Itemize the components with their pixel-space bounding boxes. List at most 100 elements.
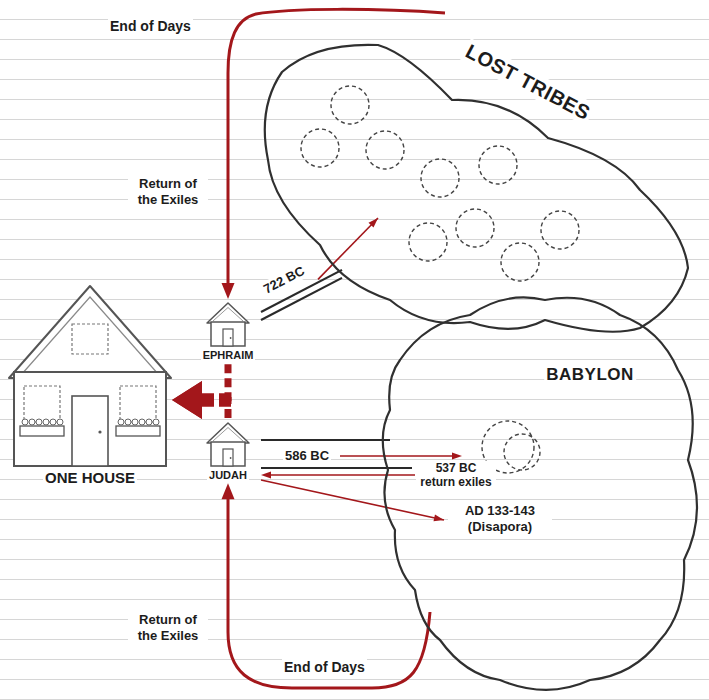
house-node: ONE HOUSE [8, 280, 172, 487]
connector [172, 381, 231, 419]
house-door [223, 329, 233, 346]
cloud-region: BABYLON [378, 292, 704, 694]
text-holder: AD 133-143 (Disapora) [448, 503, 552, 534]
house-label: EPHRAIM [201, 349, 256, 362]
flower [22, 419, 28, 425]
text-holder: 722 BC [259, 262, 309, 298]
arrowhead [222, 283, 235, 299]
door-knob [230, 337, 232, 339]
connector-line [267, 474, 415, 476]
tribe-circle [421, 159, 459, 197]
text-holder: Return of the Exiles [128, 176, 208, 207]
connector [172, 364, 231, 419]
tribe-circle [409, 223, 447, 261]
connector [261, 218, 378, 320]
connector [222, 9, 446, 299]
edge-label: AD 133-143 (Disapora) [448, 503, 552, 534]
house-icon [205, 300, 251, 348]
arrowhead [369, 218, 378, 228]
flower-box [20, 426, 64, 436]
tribe-circle [479, 146, 517, 184]
house-label: ONE HOUSE [43, 469, 137, 487]
house-wall [211, 442, 245, 466]
house-window [120, 386, 156, 422]
arrowhead [172, 381, 202, 419]
tribe-circle [501, 243, 539, 281]
text-holder: Return of the Exiles [128, 612, 208, 643]
connector-line [198, 394, 231, 407]
edge-label: Return of the Exiles [128, 176, 208, 207]
flower [125, 419, 131, 425]
note-label: End of Days [108, 18, 193, 35]
house-roof-inner [21, 297, 159, 375]
house-icon [8, 280, 172, 468]
cloud-outline [383, 297, 697, 689]
connector-line [261, 439, 390, 441]
flower [146, 419, 152, 425]
flower [57, 419, 63, 425]
house-label: JUDAH [207, 469, 249, 482]
flower [132, 419, 138, 425]
house-node: EPHRAIM [195, 300, 261, 362]
house-door [72, 396, 108, 466]
house-roof [207, 303, 249, 323]
arrowhead [222, 483, 235, 499]
arrowhead [433, 514, 444, 521]
connector-line [340, 455, 456, 457]
exile-circle [504, 434, 540, 470]
tribe-circle [301, 129, 339, 167]
connector-line [318, 218, 378, 279]
door-knob [98, 430, 101, 433]
flower-box [116, 426, 160, 436]
house-icon [205, 420, 251, 468]
note-label: End of Days [282, 659, 367, 676]
tribe-circle [366, 131, 404, 169]
door-knob [230, 457, 232, 459]
cloud-outline [265, 45, 688, 332]
tribe-circles [301, 86, 579, 281]
house-wall [211, 322, 245, 346]
text-holder: BABYLON [544, 365, 636, 385]
house-roof [9, 286, 171, 378]
arrowhead [261, 472, 271, 479]
house-wall [14, 372, 166, 466]
flower [50, 419, 56, 425]
arrowhead [452, 453, 462, 460]
flower [29, 419, 35, 425]
connector-line [198, 394, 231, 407]
text-holder: End of Days [282, 659, 367, 676]
house-roof-inner [213, 428, 243, 442]
connector [261, 468, 415, 479]
region-title: LOST TRIBES [460, 38, 596, 126]
text-holder: End of Days [108, 18, 193, 35]
house-roof [207, 423, 249, 443]
connector [222, 483, 431, 688]
connector-curve [228, 9, 445, 291]
edge-label: 722 BC [259, 262, 309, 298]
house-node: JUDAH [195, 420, 261, 482]
house-window [24, 386, 60, 422]
flower [139, 419, 145, 425]
edge-label: 586 BC [283, 448, 331, 464]
connector-line [261, 467, 412, 469]
attic-window [72, 324, 108, 354]
arrowhead [172, 381, 202, 419]
text-holder: 586 BC [283, 448, 331, 464]
cloud-shape [378, 292, 704, 694]
tribe-circle [331, 86, 369, 124]
edge-label: 537 BC return exiles [416, 461, 496, 490]
flower [36, 419, 42, 425]
tribe-circle [541, 211, 579, 249]
region-title: BABYLON [544, 365, 636, 385]
house-roof-inner [213, 308, 243, 322]
flower [43, 419, 49, 425]
house-door [223, 449, 233, 466]
flower [118, 419, 124, 425]
edge-label: Return of the Exiles [128, 612, 208, 643]
cloud-region: LOST TRIBES [250, 10, 702, 342]
text-holder: 537 BC return exiles [416, 461, 496, 490]
tribe-circle [456, 209, 494, 247]
connector-curve [228, 491, 430, 688]
flower [153, 419, 159, 425]
